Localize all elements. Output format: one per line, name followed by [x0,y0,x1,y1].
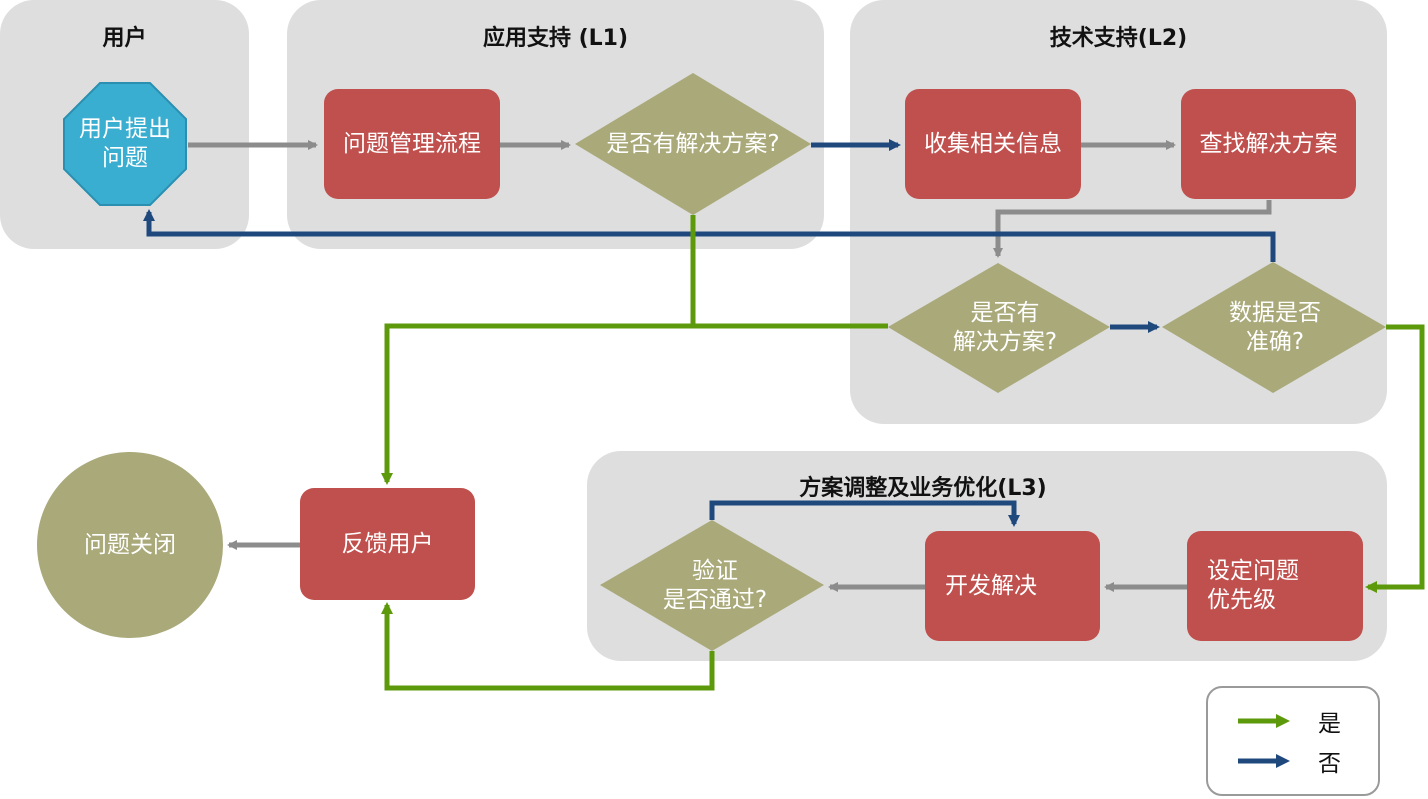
decision-verify-shape [600,520,824,651]
process-develop-fix: 开发解决 [925,531,1100,641]
arrow-yes-l2-to-feedback [381,323,888,485]
decision-data-accurate: 数据是否 准确? [1229,300,1321,355]
lane-l1-title: 应用支持 (L1) [482,26,629,51]
decision-l2-shape [888,263,1110,393]
lane-l2-title: 技术支持(L2) [1049,26,1188,51]
arrow-no-verify-to-develop [709,500,1020,527]
decision-l2-has-solution: 是否有 解决方案? [952,300,1058,355]
legend-yes-label: 是 [1318,711,1341,737]
process-find-solution: 查找解决方案 [1181,89,1356,199]
process-set-priority: 设定问题 优先级 [1187,531,1363,641]
arrow-find-to-decision [993,200,1272,258]
arrow-yes-data-to-priority [1365,324,1425,593]
arrow-no-data-to-user [143,209,1276,262]
legend: 是 否 [1206,686,1380,796]
legend-item-yes: 是 [1238,704,1341,738]
arrow-yes-verify-to-feedback [381,602,715,691]
decision-l1-shape [575,73,811,215]
decision-l1-has-solution: 是否有解决方案? [606,130,780,157]
decision-data-shape [1162,262,1386,393]
process-collect-info: 收集相关信息 [905,89,1081,199]
legend-yes-arrow-icon [1238,714,1290,728]
legend-no-arrow-icon [1238,754,1290,768]
decision-verify-pass: 验证 是否通过? [662,558,768,613]
process-problem-management: 问题管理流程 [324,89,500,199]
legend-item-no: 否 [1238,744,1341,778]
lane-l3-title: 方案调整及业务优化(L3) [799,476,1047,501]
lane-user-title: 用户 [102,26,147,51]
start-node-user-raises-issue: 用户提出 问题 [79,116,171,171]
end-node-issue-closed: 问题关闭 [84,531,176,558]
end-circle-shape [37,452,223,638]
start-octagon-shape [63,82,187,206]
process-feedback-user: 反馈用户 [300,488,475,600]
legend-no-label: 否 [1318,751,1341,777]
